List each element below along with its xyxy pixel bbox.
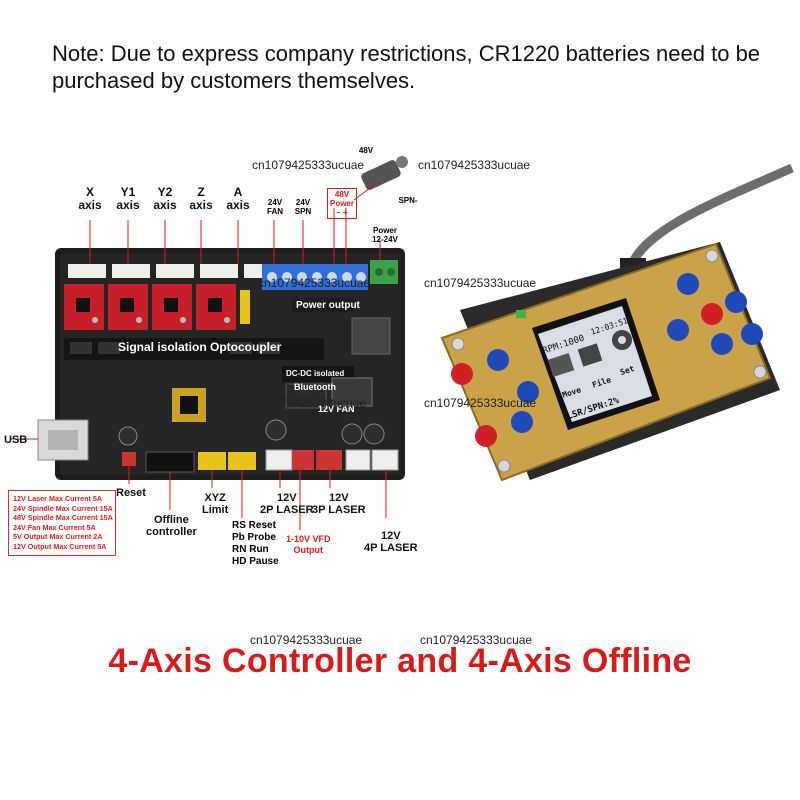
watermark: cn1079425333ucuae [424,276,537,290]
fan-24v-label: 24V FAN [267,198,283,216]
watermark: cn1079425333ucuae [250,633,363,647]
reset-button [122,452,136,466]
controller-board-illustration [10,156,408,530]
control-pins-list: RS Reset Pb Probe RN Run HD Pause [232,520,279,568]
spec-line: 12V Laser Max Current 5A [13,494,103,503]
pin-reset: RS Reset [232,520,276,531]
laser-4p-label: 12V 4P LASER [364,530,418,554]
offline-controller-illustration [440,163,794,482]
spec-line: 12V Output Max Current 5A [13,541,107,551]
current-specs-box: 12V Laser Max Current 5A 24V Spindle Max… [8,490,116,556]
battery-note: Note: Due to express company restriction… [52,41,761,93]
z-axis-label: Z axis [189,185,213,212]
vfd-output-label: 1-10V VFD Output [286,534,331,555]
watermark: cn1079425333ucuae [420,633,533,647]
power-output-label: Power output [296,300,360,311]
reset-label: Reset [116,487,146,499]
a-axis-label: A axis [226,185,250,212]
spec-line: 48V Spindle Max Current 15A [13,513,113,523]
pin-pause: HD Pause [232,556,279,567]
right-buttons [667,273,763,355]
bluetooth-label: Bluetooth [294,382,336,392]
fan-12v-label: 12V FAN [318,404,355,414]
left-buttons [451,349,539,447]
x-axis-label: X axis [78,185,102,212]
lcd-menu-icons [547,330,632,377]
spec-line: 5V Output Max Current 2A [13,532,103,542]
watermark: cn1079425333ucuae [258,276,371,290]
signal-isolation-label: Signal isolation Optocoupler [118,340,282,354]
laser-3p-label: 12V 3P LASER [312,492,366,516]
axis-connectors [68,264,264,278]
watermark: cn1079425333ucuae [252,158,365,172]
ribbon-cable [625,163,794,272]
watermark: cn1079425333ucuae [424,396,537,410]
power-48v-label: 48V Power – + [327,188,357,219]
xyz-limit-label: XYZ Limit [202,492,229,516]
dc-power-jack [361,156,408,190]
pin-run: RN Run [232,544,269,555]
usb-label: USB [4,434,28,446]
offline-controller-label: Offline controller [146,514,197,538]
y1-axis-label: Y1 axis [116,185,140,212]
v48-top-label: 48V [358,146,374,155]
watermark: cn1079425333ucuae [418,158,531,172]
product-headline: 4-Axis Controller and 4-Axis Offline [108,642,692,680]
laser-2p-label: 12V 2P LASER [260,492,314,516]
spec-line: 24V Fan Max Current 5A [13,522,96,532]
stepper-drivers [64,284,236,330]
watermark: cn1079425333ucuae [254,396,367,410]
power-input-label: Power 12-24V [372,226,398,244]
y2-axis-label: Y2 axis [153,185,177,212]
pin-probe: Pb Probe [232,532,276,543]
spec-line: 24V Spindle Max Current 15A [13,503,113,513]
spn-minus-label: SPN- [398,196,418,205]
spn-24v-label: 24V SPN [294,198,312,216]
dcdc-isolated-label: DC-DC isolated [286,369,345,378]
